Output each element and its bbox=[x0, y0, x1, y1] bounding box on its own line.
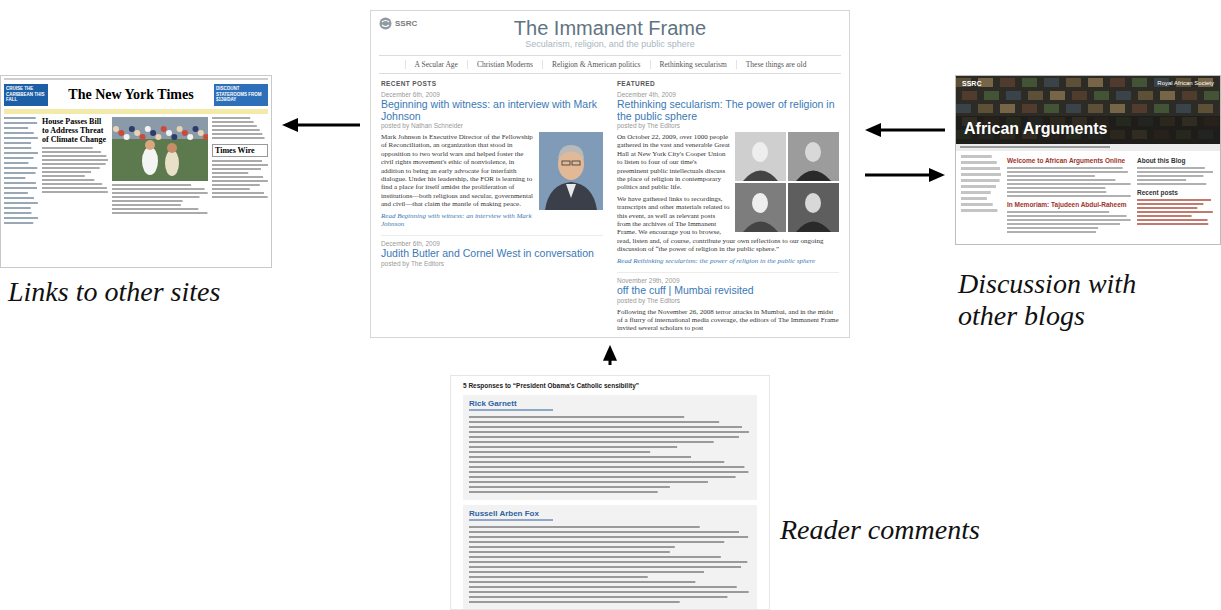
post-date: December 6th, 2009 bbox=[381, 235, 603, 248]
sidebar-heading: Recent posts bbox=[1137, 189, 1213, 197]
text-placeholder-lines bbox=[42, 147, 108, 195]
screenshot-panel: CRUISE THE CARIBBEAN THIS FALL The New Yo… bbox=[0, 75, 272, 268]
site-name: The New York Times bbox=[68, 87, 193, 103]
arrow-connector bbox=[609, 351, 612, 365]
screenshot-panel: SSRC Royal African SocietyAfrican Argumen… bbox=[955, 75, 1221, 245]
caption: Links to other sites bbox=[8, 276, 278, 308]
post-byline: posted by The Editors bbox=[617, 122, 839, 130]
ad-text: CRUISE THE CARIBBEAN THIS FALL bbox=[6, 86, 46, 103]
nav-item: Rethinking secularism bbox=[650, 60, 736, 69]
logo-mark bbox=[379, 17, 392, 30]
text-placeholder-lines bbox=[4, 117, 38, 227]
post-date: December 6th, 2009 bbox=[381, 91, 603, 99]
text-placeholder-lines bbox=[1007, 211, 1131, 235]
text-placeholder-lines bbox=[1137, 199, 1213, 227]
text-placeholder-lines bbox=[960, 146, 1110, 149]
post-title: Welcome to African Arguments Online bbox=[1007, 157, 1131, 165]
screenshot-panel: 5 Responses to “President Obama's Cathol… bbox=[450, 375, 770, 610]
post-excerpt: Mark Johnson is Executive Director of th… bbox=[381, 133, 603, 209]
logo-text: SSRC bbox=[962, 80, 981, 87]
section-heading: RECENT POSTS bbox=[381, 80, 603, 88]
comment-box: Rick Garnett bbox=[463, 395, 757, 500]
sidebar-box: Times Wire bbox=[212, 144, 268, 157]
nav-item: Religion & American politics bbox=[542, 60, 650, 69]
portrait-photo bbox=[539, 132, 603, 210]
text-placeholder-lines bbox=[469, 409, 749, 414]
section-heading: FEATURED bbox=[617, 80, 839, 88]
nav-item: Christian Moderns bbox=[467, 60, 542, 69]
text-placeholder-lines bbox=[112, 184, 208, 216]
caption: Discussion with other blogs bbox=[958, 268, 1198, 332]
headline: House Passes Bill to Address Threat of C… bbox=[42, 117, 108, 144]
post-byline: posted by The Editors bbox=[381, 260, 603, 268]
masthead: The New York Times bbox=[68, 87, 193, 103]
speaker-photos bbox=[735, 132, 839, 232]
notice-bar bbox=[4, 109, 268, 114]
post-title: Judith Butler and Cornel West in convers… bbox=[381, 248, 603, 260]
text-placeholder-lines bbox=[212, 160, 268, 200]
ad-text: DISCOUNT STATEROOMS FROM $139/DAY bbox=[216, 86, 266, 103]
blog-subtitle: Secularism, religion, and the public sph… bbox=[371, 39, 849, 50]
post-date: December 4th, 2009 bbox=[617, 91, 839, 99]
caption: Reader comments bbox=[780, 514, 1020, 546]
arrow-connector bbox=[871, 129, 945, 132]
post-title: Rethinking secularism: The power of reli… bbox=[617, 99, 839, 122]
blog-title: The Immanent Frame bbox=[371, 17, 849, 39]
text-placeholder-lines bbox=[1007, 167, 1131, 199]
post-title: In Memoriam: Tajudeen Abdul-Raheem bbox=[1007, 201, 1131, 209]
banner-ad: DISCOUNT STATEROOMS FROM $139/DAY bbox=[214, 84, 268, 106]
navigation-bar bbox=[956, 144, 1220, 151]
partner-name: Royal African Society bbox=[1157, 80, 1214, 86]
text-placeholder-lines bbox=[469, 526, 749, 606]
commenter-name: Russell Arben Fox bbox=[469, 509, 751, 519]
post-excerpt: Following the November 26, 2008 terror a… bbox=[617, 308, 839, 333]
banner-ad: CRUISE THE CARIBBEAN THIS FALL bbox=[4, 84, 48, 106]
screenshot-panel: SSRCThe Immanent FrameSecularism, religi… bbox=[370, 10, 850, 338]
sidebar-heading: About this Blog bbox=[1137, 157, 1213, 165]
read-more-link: Read Rethinking secularism: the power of… bbox=[617, 257, 839, 265]
post-date: November 29th, 2009 bbox=[617, 272, 839, 285]
arrow-connector bbox=[865, 174, 939, 177]
post-title: Beginning with witness: an interview wit… bbox=[381, 99, 603, 122]
post-excerpt: We have gathered links to recordings, tr… bbox=[617, 195, 839, 254]
site-logo: SSRC bbox=[379, 17, 417, 30]
blog-title: African Arguments bbox=[964, 120, 1107, 138]
text-placeholder-lines bbox=[1137, 167, 1213, 187]
comments-heading: 5 Responses to “President Obama's Cathol… bbox=[463, 382, 757, 390]
text-placeholder-lines bbox=[212, 117, 268, 141]
post-byline: posted by Nathan Schneider bbox=[381, 122, 603, 130]
logo-text: SSRC bbox=[395, 19, 417, 28]
nav-item: A Secular Age bbox=[405, 60, 467, 69]
text-placeholder-lines bbox=[961, 155, 1001, 215]
section-title: Times Wire bbox=[215, 146, 265, 155]
post-byline: posted by The Editors bbox=[617, 297, 839, 305]
text-placeholder-lines bbox=[469, 519, 749, 524]
commenter-name: Rick Garnett bbox=[469, 399, 751, 409]
navigation-bar: A Secular AgeChristian ModernsReligion &… bbox=[379, 55, 841, 74]
text-placeholder-lines bbox=[469, 416, 749, 496]
news-photo bbox=[112, 117, 208, 181]
comment-box: Russell Arben Fox bbox=[463, 505, 757, 610]
text-placeholder-lines bbox=[4, 78, 268, 81]
post-title: off the cuff | Mumbai revisited bbox=[617, 285, 839, 297]
read-more-link: Read Beginning with witness: an intervie… bbox=[381, 212, 603, 229]
browser-toolbar bbox=[4, 78, 268, 81]
nav-item: These things are old bbox=[736, 60, 816, 69]
arrow-connector bbox=[288, 124, 360, 127]
post-excerpt: On October 22, 2009, over 1000 people ga… bbox=[617, 133, 839, 192]
